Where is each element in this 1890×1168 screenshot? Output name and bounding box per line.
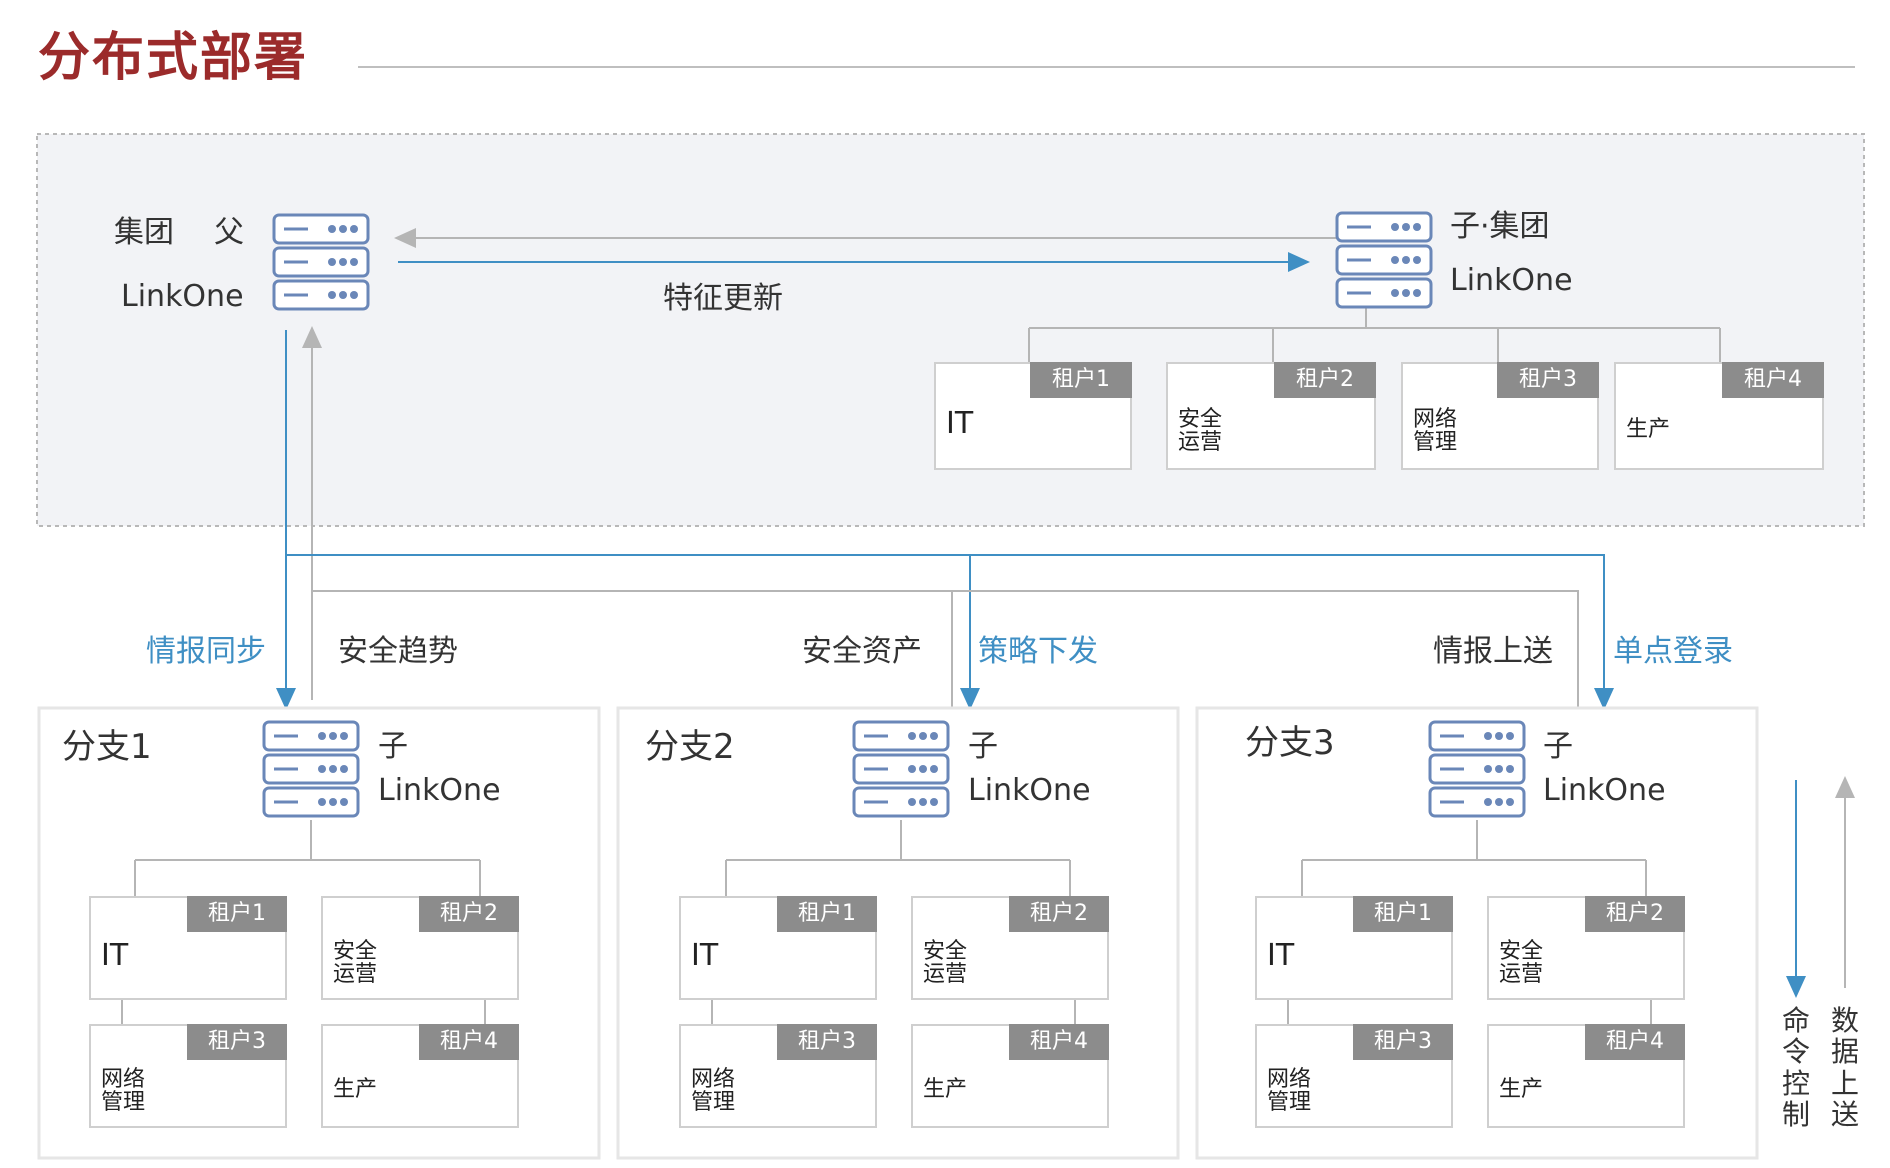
branch-3-tenant-2-tag: 租户2 bbox=[1585, 896, 1685, 932]
child-group-linkone: LinkOne bbox=[1450, 263, 1573, 298]
top-tenant-4-tag: 租户4 bbox=[1722, 362, 1824, 398]
legend-command-label: 命令控制 bbox=[1781, 1004, 1810, 1132]
gray-bus bbox=[312, 590, 1579, 710]
branch-3-title: 分支3 bbox=[1245, 723, 1335, 763]
intel-sync-label: 情报同步 bbox=[146, 634, 266, 669]
branch-1-server-icon bbox=[262, 720, 360, 818]
branch-2-server-icon bbox=[852, 720, 950, 818]
top-tenant-2-name: 安全运营 bbox=[1178, 407, 1223, 456]
branch-2-tenant-2-tag: 租户2 bbox=[1009, 896, 1109, 932]
top-tenant-2-tag: 租户2 bbox=[1274, 362, 1376, 398]
sso-label: 单点登录 bbox=[1613, 634, 1733, 669]
branch-1-tenant-2-tag: 租户2 bbox=[419, 896, 519, 932]
top-tenant-1-name: IT bbox=[946, 406, 974, 441]
security-assets-label: 安全资产 bbox=[802, 634, 922, 669]
branch-1-node-child: 子 bbox=[378, 729, 408, 764]
branch-3-server-icon bbox=[1428, 720, 1526, 818]
branch-3-tenant-3-tag: 租户3 bbox=[1353, 1024, 1453, 1060]
branch-3-tenant-3-name: 网络管理 bbox=[1267, 1067, 1312, 1116]
branch-trees bbox=[121, 820, 1652, 1024]
parent-label-linkone: LinkOne bbox=[121, 279, 244, 314]
branch-3-tenant-4-name: 生产 bbox=[1499, 1077, 1544, 1102]
top-tenant-4-name: 生产 bbox=[1626, 417, 1671, 442]
child-group-server-icon bbox=[1335, 211, 1433, 309]
child-group-label: 子·集团 bbox=[1450, 209, 1550, 244]
branch-1-tenant-1-name: IT bbox=[101, 938, 129, 973]
branch-2-tenant-2-name: 安全运营 bbox=[923, 939, 968, 988]
security-trend-label: 安全趋势 bbox=[338, 634, 458, 669]
branch-3-tenant-4-tag: 租户4 bbox=[1585, 1024, 1685, 1060]
branch-1-tenant-1-tag: 租户1 bbox=[187, 896, 287, 932]
branch-1-tenant-3-name: 网络管理 bbox=[101, 1067, 146, 1116]
page-title: 分布式部署 bbox=[38, 28, 309, 88]
branch-2-tenant-1-tag: 租户1 bbox=[777, 896, 877, 932]
branch-2-tenant-1-name: IT bbox=[691, 938, 719, 973]
parent-server-icon bbox=[272, 213, 370, 311]
branch-3-node-linkone: LinkOne bbox=[1543, 773, 1666, 808]
branch-3-tenant-2-name: 安全运营 bbox=[1499, 939, 1544, 988]
top-tenant-1-tag: 租户1 bbox=[1030, 362, 1132, 398]
branch-2-node-child: 子 bbox=[968, 729, 998, 764]
branch-1-tenant-3-tag: 租户3 bbox=[187, 1024, 287, 1060]
parent-label-group: 集团 bbox=[114, 215, 174, 250]
branch-3-tenant-1-tag: 租户1 bbox=[1353, 896, 1453, 932]
top-tenant-3-tag: 租户3 bbox=[1497, 362, 1599, 398]
blue-bus bbox=[286, 554, 1614, 710]
branch-2-tenant-3-tag: 租户3 bbox=[777, 1024, 877, 1060]
branch-2-tenant-3-name: 网络管理 bbox=[691, 1067, 736, 1116]
branch-3-tenant-1-name: IT bbox=[1267, 938, 1295, 973]
legend-data-label: 数据上送 bbox=[1830, 1004, 1859, 1132]
branch-2-title: 分支2 bbox=[645, 727, 735, 767]
branch-1-title: 分支1 bbox=[62, 727, 152, 767]
policy-push-label: 策略下发 bbox=[978, 634, 1098, 669]
top-tenant-3-name: 网络管理 bbox=[1413, 407, 1458, 456]
intel-upload-label: 情报上送 bbox=[1433, 634, 1553, 669]
branch-1-tenant-4-name: 生产 bbox=[333, 1077, 378, 1102]
top-tenant-tree bbox=[1028, 308, 1721, 362]
branch-2-tenant-4-tag: 租户4 bbox=[1009, 1024, 1109, 1060]
branch-2-node-linkone: LinkOne bbox=[968, 773, 1091, 808]
branch-1-tenant-2-name: 安全运营 bbox=[333, 939, 378, 988]
feature-update-label: 特征更新 bbox=[663, 281, 783, 316]
branch-3-node-child: 子 bbox=[1543, 729, 1573, 764]
branch-2-tenant-4-name: 生产 bbox=[923, 1077, 968, 1102]
branch-1-tenant-4-tag: 租户4 bbox=[419, 1024, 519, 1060]
parent-label-father: 父 bbox=[214, 215, 244, 250]
branch-1-node-linkone: LinkOne bbox=[378, 773, 501, 808]
